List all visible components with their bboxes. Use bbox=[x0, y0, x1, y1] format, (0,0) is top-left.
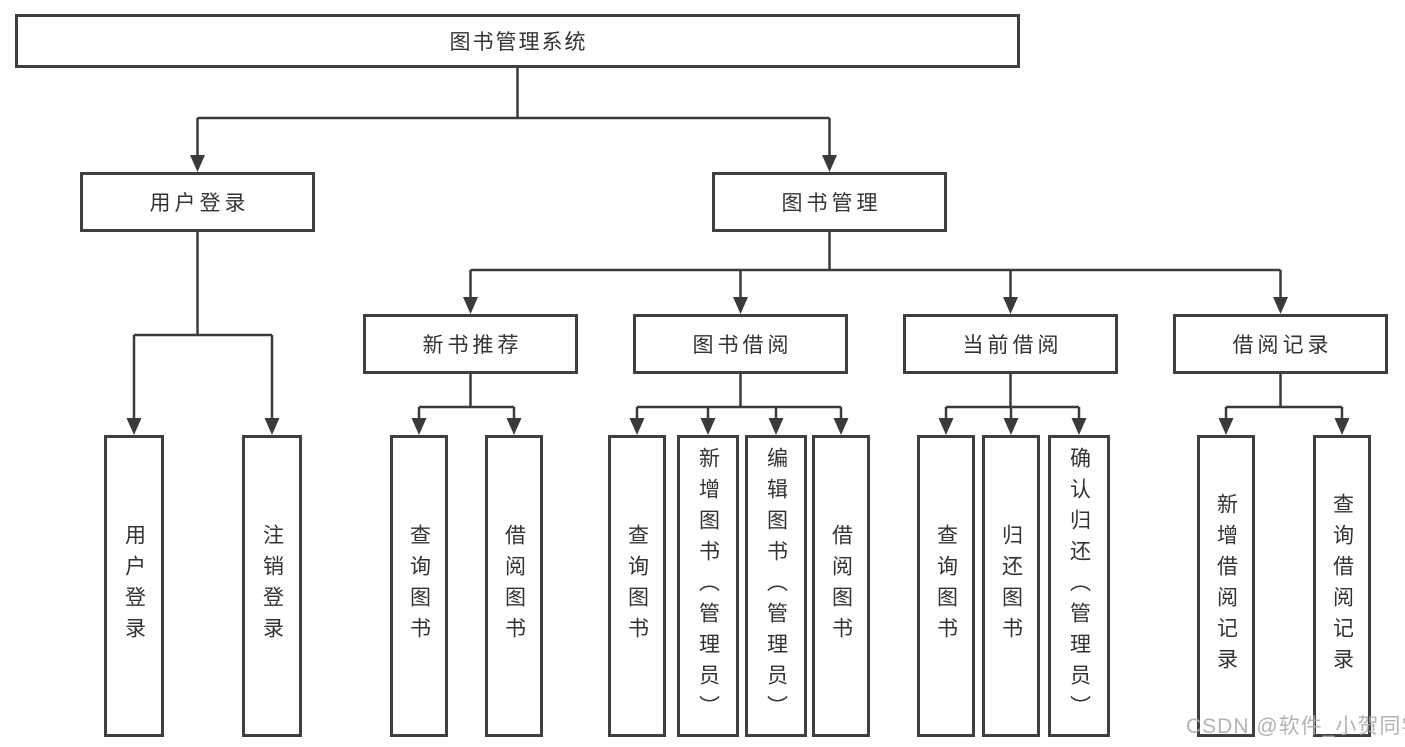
node-book-mgmt: 图书管理 bbox=[712, 172, 947, 232]
arrowhead bbox=[1218, 418, 1234, 435]
leaf-logout-label: 注销登录 bbox=[260, 524, 284, 648]
arrowhead bbox=[506, 418, 522, 435]
arrowhead bbox=[264, 418, 280, 435]
arrowhead bbox=[1003, 297, 1018, 314]
leaf-borrow-book-1-label: 借阅图书 bbox=[502, 524, 526, 648]
edges-book-mgmt-to-level3 bbox=[463, 232, 1288, 314]
leaf-user-login: 用户登录 bbox=[104, 435, 164, 737]
node-new-book-recommend: 新书推荐 bbox=[363, 314, 578, 374]
arrowhead bbox=[1334, 418, 1350, 435]
leaf-query-book-3: 查询图书 bbox=[917, 435, 975, 737]
arrowhead bbox=[629, 418, 645, 435]
node-current-borrow-label: 当前借阅 bbox=[962, 334, 1063, 357]
leaf-add-borrow-record-label: 新增借阅记录 bbox=[1214, 493, 1238, 679]
leaf-query-borrow-record-label: 查询借阅记录 bbox=[1330, 493, 1354, 679]
arrowhead bbox=[833, 418, 849, 435]
node-book-borrow: 图书借阅 bbox=[633, 314, 848, 374]
edges-current-borrow-branch bbox=[938, 374, 1087, 435]
leaf-borrow-book-2-label: 借阅图书 bbox=[829, 524, 853, 648]
leaf-borrow-book-2: 借阅图书 bbox=[812, 435, 870, 737]
arrowhead bbox=[1273, 297, 1288, 314]
arrowhead bbox=[768, 418, 784, 435]
leaf-query-book-2: 查询图书 bbox=[608, 435, 666, 737]
leaf-return-book: 归还图书 bbox=[982, 435, 1040, 737]
arrowhead bbox=[700, 418, 716, 435]
arrowhead bbox=[463, 297, 478, 314]
edges-root-to-level2 bbox=[190, 68, 837, 172]
leaf-edit-book-admin: 编辑图书（管理员） bbox=[745, 435, 807, 737]
node-borrow-record: 借阅记录 bbox=[1173, 314, 1388, 374]
arrowhead bbox=[190, 155, 205, 172]
arrowhead bbox=[1071, 418, 1087, 435]
leaf-add-book-admin: 新增图书（管理员） bbox=[677, 435, 739, 737]
leaf-add-book-admin-label: 新增图书（管理员） bbox=[696, 446, 720, 726]
arrowhead bbox=[938, 418, 954, 435]
edges-borrow-record-branch bbox=[1218, 374, 1350, 435]
leaf-query-borrow-record: 查询借阅记录 bbox=[1313, 435, 1371, 737]
leaf-query-book-1-label: 查询图书 bbox=[407, 524, 431, 648]
node-book-borrow-label: 图书借阅 bbox=[692, 334, 793, 357]
leaf-query-book-3-label: 查询图书 bbox=[934, 524, 958, 648]
arrowhead bbox=[733, 297, 748, 314]
node-new-book-recommend-label: 新书推荐 bbox=[422, 334, 523, 357]
node-root-label: 图书管理系统 bbox=[449, 31, 588, 54]
node-user-login: 用户登录 bbox=[80, 172, 315, 232]
csdn-watermark: CSDN @软件_小贺同学 bbox=[1186, 715, 1405, 738]
arrowhead bbox=[1003, 418, 1019, 435]
edges-new-book-branch bbox=[411, 374, 522, 435]
edges-user-login-branch bbox=[126, 232, 280, 435]
node-book-mgmt-label: 图书管理 bbox=[781, 192, 882, 215]
leaf-logout: 注销登录 bbox=[242, 435, 302, 737]
leaf-confirm-return-admin-label: 确认归还（管理员） bbox=[1067, 446, 1091, 726]
arrowhead bbox=[411, 418, 427, 435]
leaf-confirm-return-admin: 确认归还（管理员） bbox=[1048, 435, 1110, 737]
node-root: 图书管理系统 bbox=[15, 14, 1020, 68]
leaf-query-book-1: 查询图书 bbox=[390, 435, 448, 737]
arrowhead bbox=[126, 418, 142, 435]
leaf-add-borrow-record: 新增借阅记录 bbox=[1197, 435, 1255, 737]
leaf-borrow-book-1: 借阅图书 bbox=[485, 435, 543, 737]
leaf-query-book-2-label: 查询图书 bbox=[625, 524, 649, 648]
leaf-user-login-label: 用户登录 bbox=[122, 524, 146, 648]
edges-book-borrow-branch bbox=[629, 374, 849, 435]
arrowhead bbox=[822, 155, 837, 172]
leaf-edit-book-admin-label: 编辑图书（管理员） bbox=[764, 446, 788, 726]
node-current-borrow: 当前借阅 bbox=[903, 314, 1118, 374]
node-user-login-label: 用户登录 bbox=[149, 192, 250, 215]
leaf-return-book-label: 归还图书 bbox=[999, 524, 1023, 648]
node-borrow-record-label: 借阅记录 bbox=[1232, 334, 1333, 357]
